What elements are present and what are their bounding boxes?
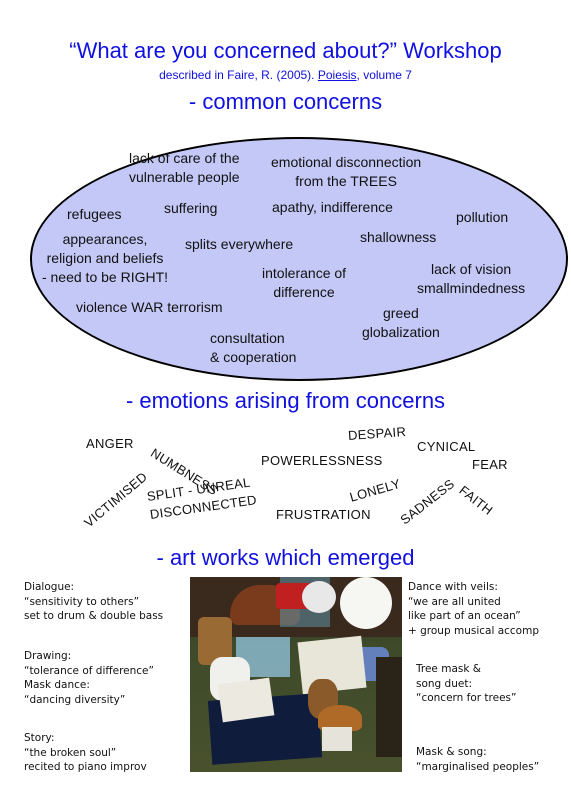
concern-lack-of-care: lack of care of the vulnerable people <box>129 150 240 185</box>
concerns-ellipse <box>30 137 568 381</box>
concern-apathy: apathy, indifference <box>272 199 393 215</box>
concern-lack-of-vision: lack of vision smallmindedness <box>417 261 526 296</box>
concern-pollution: pollution <box>456 209 509 225</box>
emotion-lonely: LONELY <box>347 475 403 505</box>
art-mask-and-song: Mask & song: “marginalised peoples” <box>416 746 540 773</box>
concern-refugees: refugees <box>67 206 122 222</box>
emotion-cynical: CYNICAL <box>417 439 476 454</box>
art-dialogue: Dialogue: “sensitivity to others” set to… <box>24 581 164 622</box>
concern-splits: splits everywhere <box>185 236 294 252</box>
emotion-victimised: VICTIMISED <box>81 468 151 531</box>
emotion-anger: ANGER <box>86 436 134 451</box>
page-title: “What are you concerned about?” Workshop <box>69 38 502 63</box>
emotion-fear: FEAR <box>472 457 508 472</box>
concern-suffering: suffering <box>164 200 218 216</box>
citation-subtitle: described in Faire, R. (2005). Poiesis, … <box>0 68 571 82</box>
emotion-despair: DESPAIR <box>347 423 407 443</box>
concern-consultation: consultation & cooperation <box>210 330 297 365</box>
concern-appearances: appearances, religion and beliefs - need… <box>41 231 169 285</box>
concern-shallowness: shallowness <box>360 229 437 245</box>
art-works-photo <box>190 577 402 772</box>
art-dance-with-veils: Dance with veils: “we are all united lik… <box>408 581 539 637</box>
emotion-sadness: SADNESS <box>397 476 458 528</box>
emotion-faith: FAITH <box>456 482 496 519</box>
concern-intolerance: intolerance of difference <box>262 265 347 300</box>
emotion-frustration: FRUSTRATION <box>276 507 371 522</box>
art-drawing-mask-dance: Drawing: “tolerance of difference” Mask … <box>24 650 154 706</box>
art-tree-mask: Tree mask & song duet: “concern for tree… <box>416 663 517 704</box>
concern-greed: greed globalization <box>362 305 440 340</box>
art-story: Story: “the broken soul” recited to pian… <box>24 732 147 773</box>
journal-link[interactable]: Poiesis <box>317 68 357 82</box>
concern-emotional-disconnection: emotional disconnection from the TREES <box>271 154 422 189</box>
section-art-works: - art works which emerged <box>156 545 415 570</box>
citation-prefix: described in Faire, R. (2005). <box>159 68 315 82</box>
section-common-concerns: - common concerns <box>188 89 383 114</box>
emotion-powerlessness: POWERLESSNESS <box>261 453 383 468</box>
citation-suffix: , volume 7 <box>356 68 412 82</box>
section-emotions: - emotions arising from concerns <box>125 388 446 413</box>
concern-violence: violence WAR terrorism <box>76 299 223 315</box>
